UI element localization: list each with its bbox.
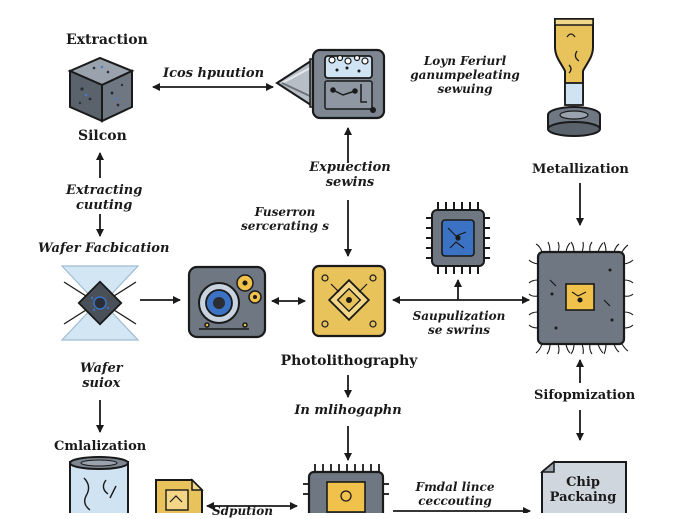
label-chip-packaging-line1: Chip: [566, 475, 600, 490]
microchip-icon: [426, 202, 490, 274]
package-box-icon: [539, 460, 627, 513]
label-fuserron-line1: Fuserron: [254, 205, 316, 219]
label-top-right-line2: ganumpeleating: [410, 67, 520, 82]
metallized-chip-icon: [528, 241, 634, 355]
label-ion-implantation: Icos hpuution: [163, 66, 265, 81]
label-fuserron-line2: sercerating s: [241, 218, 329, 233]
label-in-mlihogaphn: In mlihogaphn: [294, 403, 402, 418]
label-saupulization-line2: se swrins: [427, 322, 491, 337]
photomask-chip-icon: [311, 264, 387, 338]
label-wafer-line2: suiox: [82, 375, 121, 391]
silicon-cube-icon: [67, 56, 135, 123]
label-silicon: Silcon: [78, 128, 127, 144]
label-wafer-line1: Wafer: [80, 361, 123, 376]
label-fuserron: Fuserron sercerating s: [241, 205, 329, 234]
label-top-right-line3: sewuing: [437, 81, 493, 96]
gear-machine-icon: [187, 265, 267, 339]
label-crystallization: Cmlalization: [54, 439, 147, 454]
label-saupulization-line1: Saupulization: [412, 309, 506, 323]
packaged-chip-icon: [303, 464, 389, 513]
label-extracting: Extracting cuuting: [66, 183, 143, 214]
label-chip-packaging-line2: Packaing: [549, 489, 617, 505]
label-expuection: Expuection sewins: [309, 160, 391, 191]
label-bottom-partial: Sdpution: [212, 504, 274, 518]
label-extracting-line1: Extracting: [66, 183, 143, 198]
label-expuection-line2: sewins: [325, 174, 375, 190]
label-expuection-line1: Expuection: [309, 160, 391, 175]
label-final-line1: Fmdal lince: [415, 480, 495, 494]
label-extraction: Extraction: [66, 32, 148, 48]
label-wafer-fabrication: Wafer Facbication: [38, 241, 170, 256]
crystal-cylinder-icon: [69, 456, 129, 513]
label-final-line: Fmdal lince ceccouting: [415, 480, 495, 509]
deposition-chamber-icon: [311, 48, 386, 120]
label-extracting-line2: cuuting: [76, 197, 133, 213]
label-metallization: Metallization: [532, 162, 629, 177]
wafer-chip-icon: [60, 265, 140, 341]
label-top-right-text: Loyn Feriurl ganumpeleating sewuing: [410, 54, 520, 96]
label-chip-packaging: Chip Packaing: [549, 475, 617, 506]
label-wafer: Wafer suiox: [80, 361, 123, 392]
label-optimization: Sifopmization: [534, 388, 636, 403]
label-final-line2: ceccouting: [418, 493, 492, 508]
label-saupulization: Saupulization se swrins: [412, 309, 506, 338]
label-photolithography: Photolithography: [280, 353, 418, 369]
document-icon: [155, 478, 204, 513]
flask-icon: [547, 18, 601, 137]
label-top-right-line1: Loyn Feriurl: [423, 54, 507, 68]
